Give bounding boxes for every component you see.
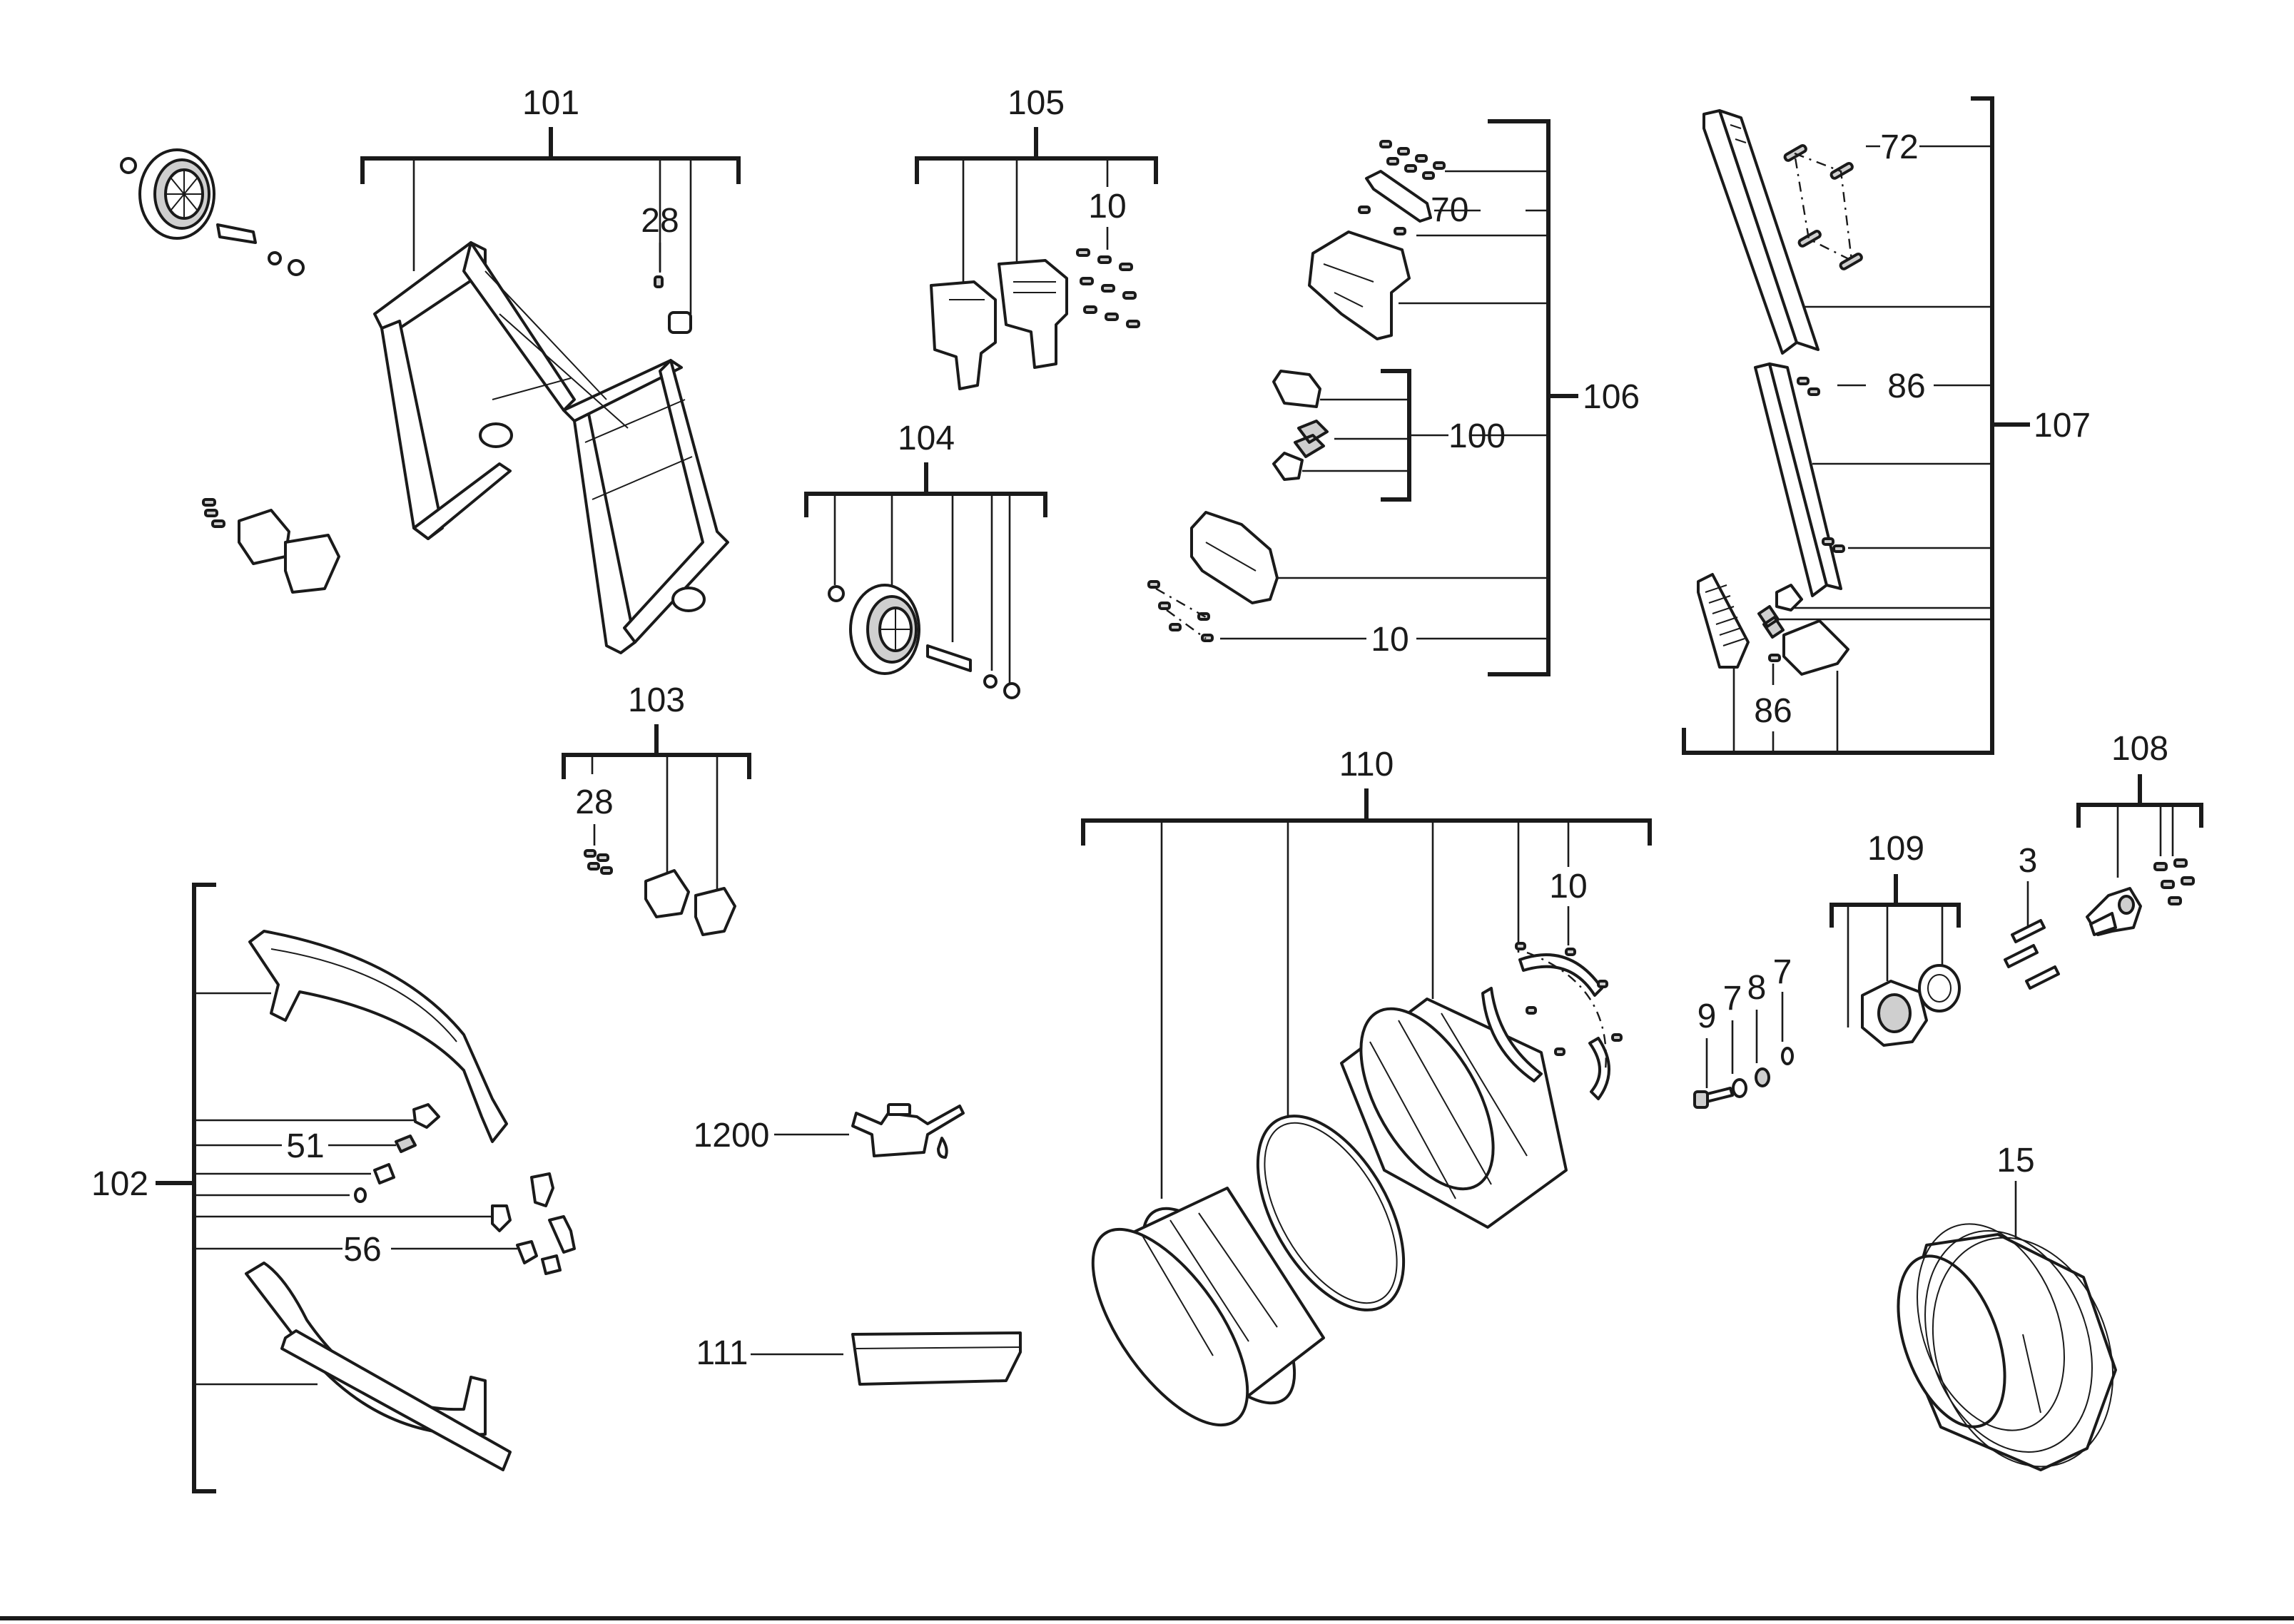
label-86-b: 86 — [1754, 692, 1792, 730]
label-56: 56 — [343, 1231, 381, 1269]
label-15: 15 — [1996, 1142, 2034, 1179]
label-86-a: 86 — [1887, 367, 1925, 405]
wheel-icon — [120, 148, 305, 276]
label-10-c: 10 — [1549, 868, 1587, 905]
group-111: 111 — [696, 1331, 1022, 1386]
label-1200: 1200 — [694, 1117, 770, 1154]
label-104: 104 — [898, 420, 955, 457]
group-108: 108 3 — [2004, 730, 2203, 990]
group-109: 109 — [1829, 830, 1961, 1047]
label-28-a: 28 — [641, 202, 679, 240]
label-100: 100 — [1448, 417, 1506, 455]
ring-icon — [1256, 1115, 1406, 1311]
label-28-b: 28 — [575, 783, 613, 821]
frame-icon — [373, 241, 729, 654]
group-107: 107 72 86 86 — [1682, 96, 2091, 755]
group-1200: 1200 — [694, 1103, 965, 1159]
drum-icon — [1091, 1187, 1325, 1427]
group-101: 101 28 — [360, 84, 741, 654]
group-110: 110 10 — [1081, 746, 1652, 1427]
label-106: 106 — [1583, 378, 1640, 416]
group-102: 102 51 56 — [91, 883, 576, 1493]
label-51: 51 — [286, 1127, 324, 1165]
group-104: 104 — [804, 420, 1047, 699]
group-103: 103 28 — [562, 681, 751, 936]
label-10-a: 10 — [1088, 188, 1126, 225]
oil-can-icon — [851, 1103, 965, 1159]
label-109: 109 — [1867, 830, 1924, 868]
scraper-icon — [851, 1331, 1022, 1386]
wheel-icon — [849, 584, 1020, 699]
label-107: 107 — [2034, 407, 2091, 445]
group-105: 105 10 — [915, 84, 1158, 390]
group-106: 106 70 10 — [1220, 119, 1640, 676]
label-103: 103 — [628, 681, 685, 719]
label-7-a: 7 — [1723, 980, 1742, 1017]
hardware-9-7-8-7: 9 7 8 7 — [1693, 953, 1794, 1109]
label-111: 111 — [696, 1334, 748, 1372]
screw-icon — [1693, 1087, 1734, 1109]
label-8: 8 — [1747, 969, 1767, 1007]
label-72: 72 — [1880, 128, 1918, 166]
label-102: 102 — [91, 1165, 148, 1203]
label-9: 9 — [1697, 998, 1717, 1035]
hose-reel-icon — [1897, 1223, 2117, 1471]
label-3: 3 — [2019, 842, 2038, 880]
label-110: 110 — [1339, 746, 1394, 783]
group-15: 15 — [1897, 1142, 2117, 1471]
plate-icon — [1147, 511, 1279, 642]
label-7-b: 7 — [1773, 953, 1792, 991]
group-100: 100 — [1272, 369, 1506, 502]
label-101: 101 — [522, 84, 579, 122]
label-10-b: 10 — [1371, 621, 1409, 659]
cap-icon — [668, 311, 692, 334]
label-70: 70 — [1431, 191, 1468, 229]
label-105: 105 — [1008, 84, 1065, 122]
bracket-icon — [202, 498, 340, 594]
label-108: 108 — [2111, 730, 2168, 768]
